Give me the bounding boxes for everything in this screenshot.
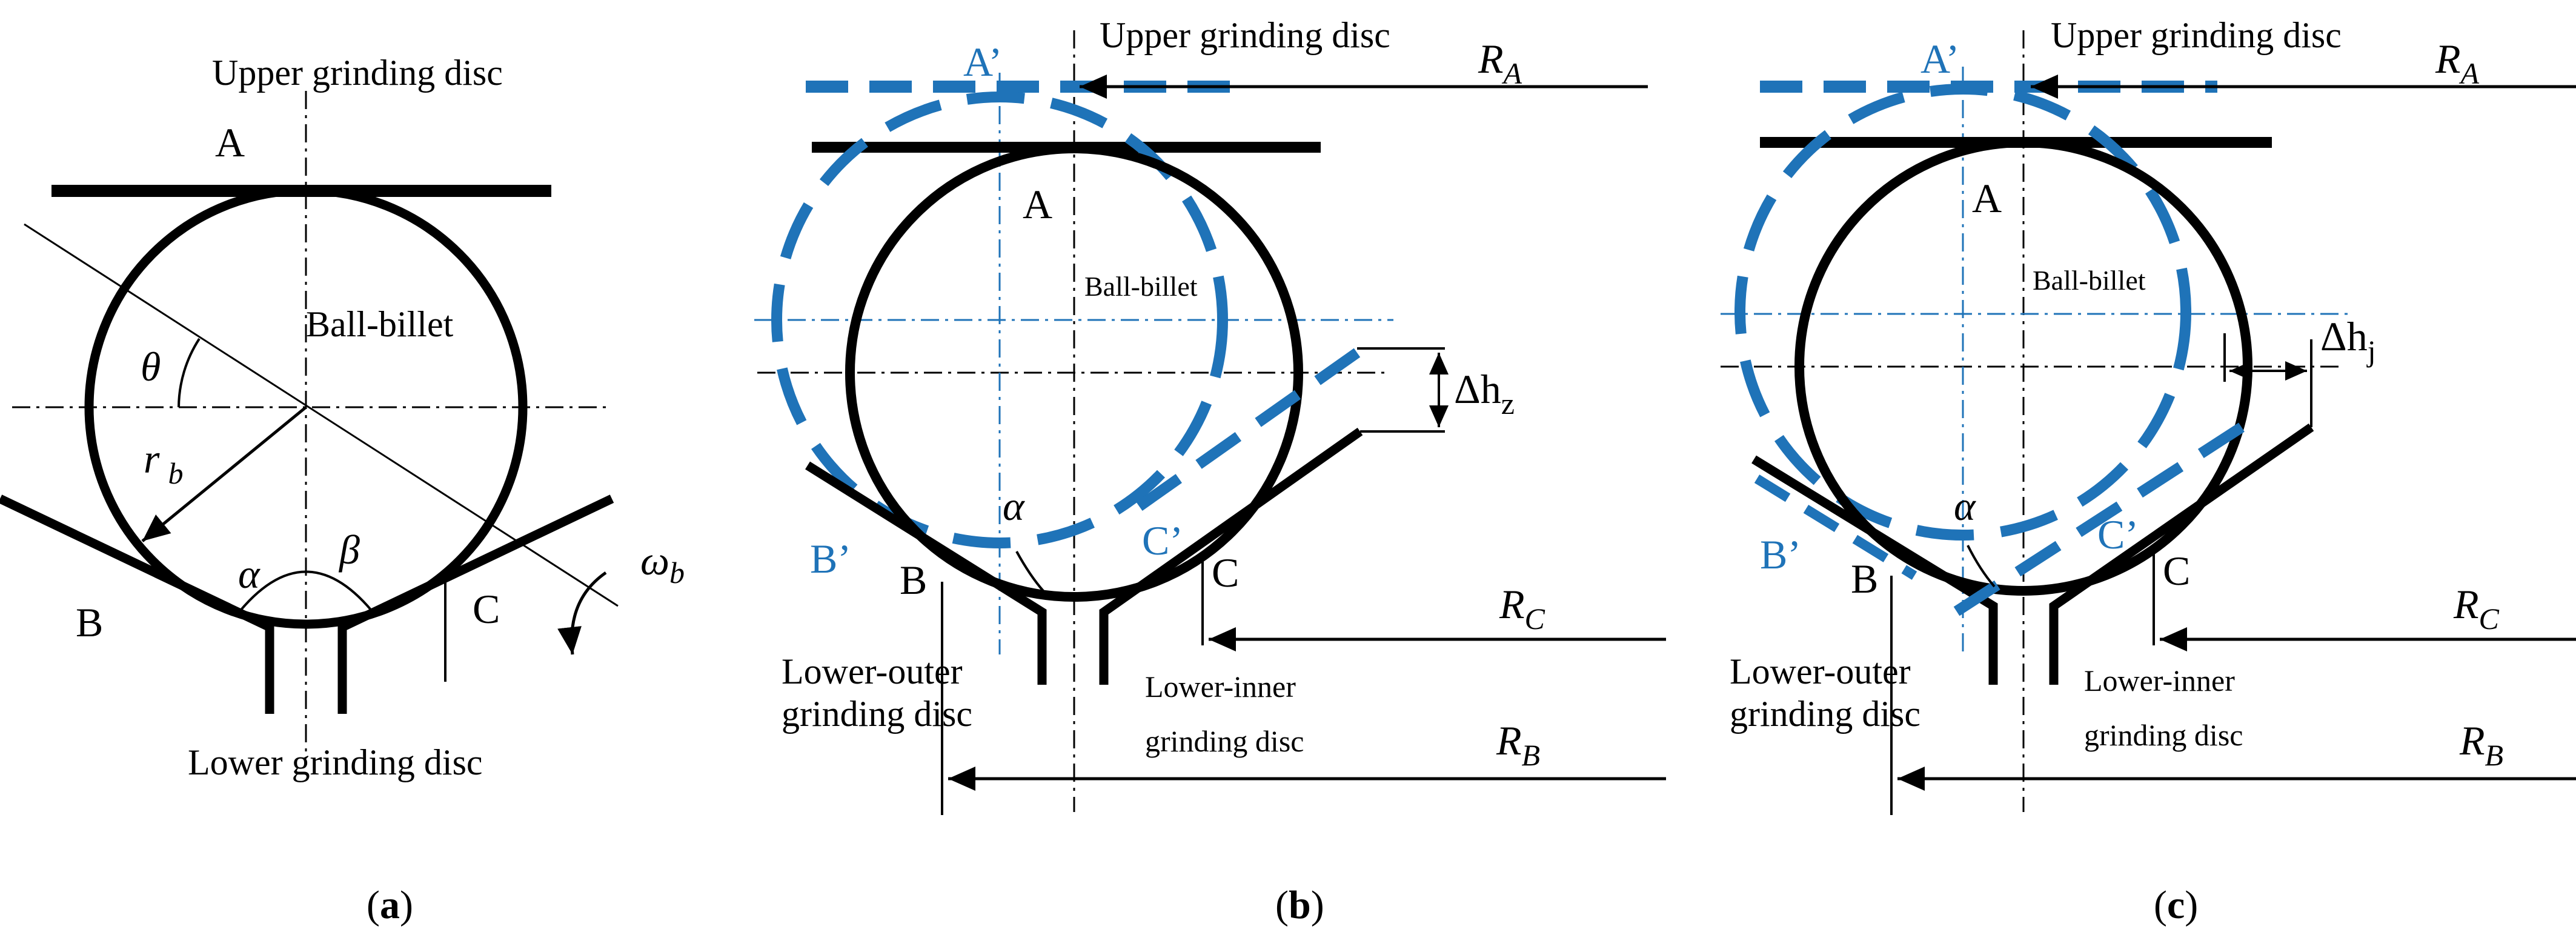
- delta-label-c: Δhj: [2320, 313, 2376, 368]
- panel-c: A’ Upper grinding disc RA A Ball-billet …: [1721, 15, 2576, 927]
- upper-disc-label-a: Upper grinding disc: [212, 53, 503, 93]
- point-c-label-c: C: [2163, 548, 2190, 594]
- alpha-beta-arc-a: [234, 570, 377, 617]
- ball-billet-label-a: Ball-billet: [306, 304, 454, 344]
- lower-inner-label-2-b: grinding disc: [1145, 724, 1304, 758]
- caption-b: (b): [1275, 883, 1324, 927]
- point-b-label-b: B: [900, 557, 927, 603]
- rb-label-b: RB: [1496, 717, 1540, 772]
- lower-inner-label-1-b: Lower-inner: [1145, 670, 1296, 704]
- theta-label-a: θ: [141, 344, 161, 390]
- alpha-label-b: α: [1003, 483, 1025, 529]
- lower-inner-label-2-c: grinding disc: [2084, 718, 2243, 752]
- omega-label-a: ωb: [640, 538, 685, 590]
- ra-label-c: RA: [2435, 36, 2480, 90]
- shifted-point-a-label-c: A’: [1920, 36, 1959, 82]
- shifted-point-a-label-b: A’: [963, 39, 1002, 85]
- lower-inner-disc-shifted-c: [1948, 422, 2245, 620]
- ball-billet-b: [845, 144, 1303, 602]
- alpha-label-c: α: [1954, 483, 1976, 529]
- shifted-point-c-label-b: C’: [1142, 518, 1183, 564]
- lower-outer-label-1-c: Lower-outer: [1730, 651, 1911, 691]
- lower-disc-left-a: [0, 494, 274, 714]
- ball-billet-label-c: Ball-billet: [2033, 265, 2146, 296]
- omega-arrow-a: [557, 571, 607, 655]
- ball-billet-label-b: Ball-billet: [1084, 271, 1198, 302]
- delta-label-b: Δhz: [1454, 366, 1515, 421]
- theta-arc-a: [178, 338, 201, 408]
- lower-inner-disc-c: [2049, 423, 2314, 685]
- lower-outer-label-2-c: grinding disc: [1730, 694, 1920, 734]
- lower-inner-disc-b: [1099, 427, 1363, 685]
- lower-outer-disc-c: [1751, 455, 1998, 685]
- lower-inner-label-1-c: Lower-inner: [2084, 664, 2235, 697]
- upper-disc-label-c: Upper grinding disc: [2051, 15, 2342, 55]
- alpha-arc-b: [1015, 551, 1044, 592]
- ball-billet-a: [84, 185, 528, 629]
- ra-label-b: RA: [1478, 36, 1522, 90]
- radius-arrow-a: [141, 406, 307, 542]
- alpha-arc-c: [1967, 545, 1996, 588]
- lower-outer-disc-b: [805, 461, 1047, 685]
- shifted-point-b-label-b: B’: [810, 536, 851, 582]
- ball-billet-shifted-b: [771, 92, 1228, 548]
- upper-disc-label-b: Upper grinding disc: [1100, 15, 1390, 55]
- lower-disc-label-a: Lower grinding disc: [188, 742, 483, 782]
- point-a-label-c: A: [1972, 175, 2002, 221]
- point-b-label-a: B: [76, 599, 103, 645]
- lower-outer-label-1-b: Lower-outer: [782, 651, 963, 691]
- caption-c: (c): [2154, 883, 2198, 927]
- rc-label-c: RC: [2453, 581, 2500, 636]
- lower-inner-disc-shifted-b: [1123, 348, 1361, 520]
- point-c-label-a: C: [473, 586, 500, 632]
- point-a-label-a: A: [215, 119, 245, 165]
- shifted-point-b-label-c: B’: [1760, 531, 1801, 578]
- shifted-point-c-label-c: C’: [2097, 511, 2139, 558]
- ball-billet-shifted-c: [1734, 84, 2191, 541]
- rc-label-b: RC: [1499, 581, 1545, 636]
- alpha-label-a: α: [238, 551, 261, 597]
- panel-b: A’ Upper grinding disc RA A Ball-billet …: [754, 15, 1666, 927]
- lower-outer-label-2-b: grinding disc: [782, 694, 972, 734]
- rb-label-c: RB: [2459, 717, 2503, 772]
- point-b-label-c: B: [1851, 556, 1878, 602]
- rotation-axis-line-a: [24, 223, 619, 607]
- caption-a: (a): [367, 883, 413, 927]
- lower-disc-right-a: [337, 494, 614, 714]
- point-a-label-b: A: [1023, 181, 1052, 227]
- point-c-label-b: C: [1212, 550, 1239, 596]
- lower-outer-disc-shifted-c: [1754, 474, 1917, 580]
- beta-label-a: β: [338, 527, 360, 573]
